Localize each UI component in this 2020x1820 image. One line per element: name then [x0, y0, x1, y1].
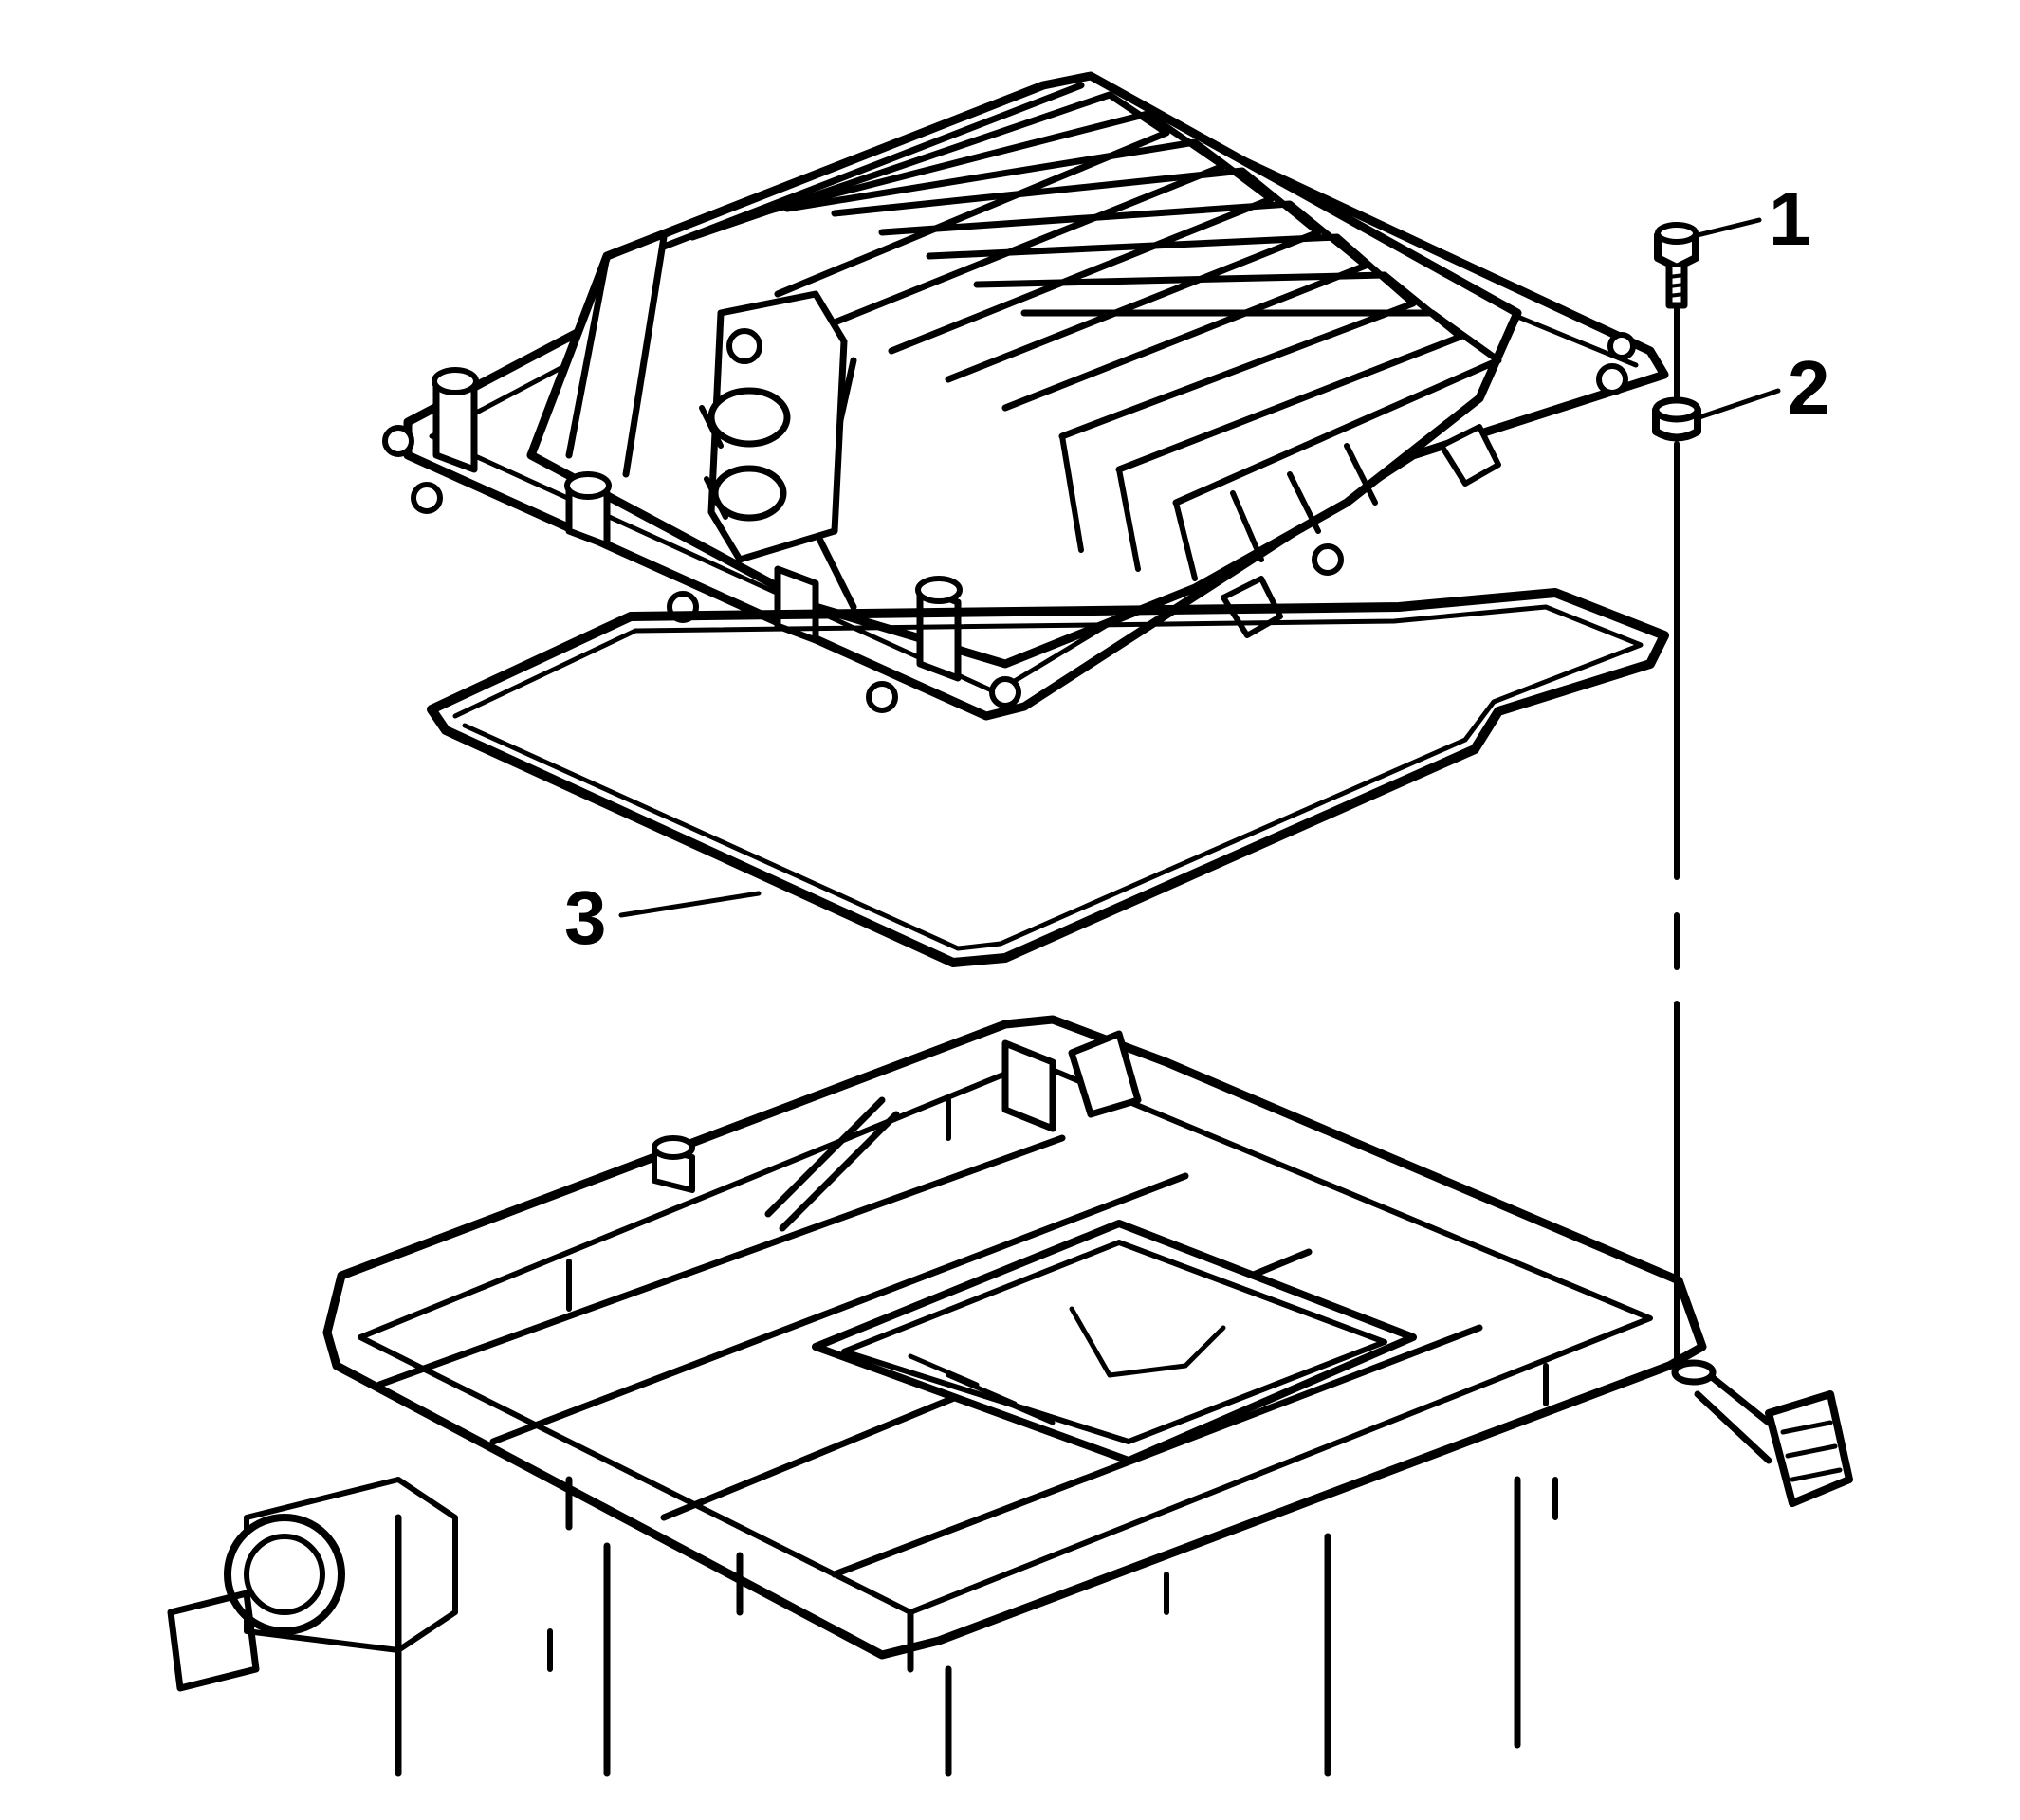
intake-manifold-gasket: [427, 588, 1669, 967]
callout-3-leader: [618, 891, 762, 918]
callout-3-label: 3: [564, 875, 607, 960]
intake-manifold-bolt: [1654, 222, 1699, 309]
callout-1-label: 1: [1769, 176, 1811, 261]
callout-1: 1: [1695, 176, 1811, 261]
callout-2-label: 2: [1788, 345, 1830, 430]
callout-3: 3: [564, 875, 762, 960]
bolt-spacer: [1652, 396, 1701, 442]
callout-2: 2: [1697, 345, 1830, 430]
lower-intake-manifold: [167, 1015, 1853, 1777]
upper-intake-manifold: [382, 71, 1669, 721]
callout-2-leader: [1697, 388, 1781, 420]
callout-1-leader: [1695, 217, 1762, 238]
